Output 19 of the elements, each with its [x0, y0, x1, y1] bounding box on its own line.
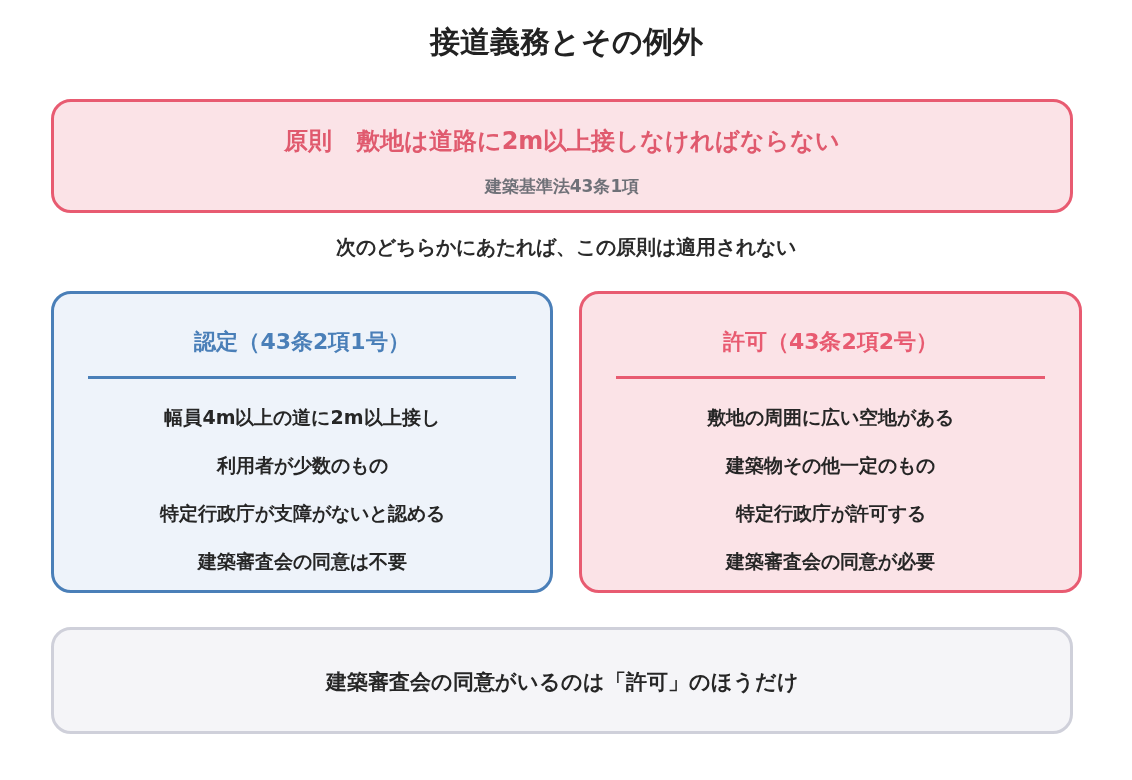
- condition-text: 幅員4m以上の道に2m以上接し: [164, 405, 440, 430]
- note-text: 建築審査会の同意がいるのは「許可」のほうだけ: [325, 669, 799, 696]
- condition-text: 敷地の周囲に広い空地がある: [707, 405, 954, 430]
- heading-text: 認定（43条2項1号）: [194, 328, 410, 356]
- condition-panel: [51, 291, 553, 593]
- principle-panel: [51, 99, 1073, 213]
- condition-text: 利用者が少数のもの: [216, 453, 388, 478]
- condition-text: 特定行政庁が支障がないと認める: [159, 501, 445, 526]
- condition-panel: [579, 291, 1082, 593]
- title: 接道義務とその例外: [429, 23, 703, 61]
- heading-text: 原則 敷地は道路に2m以上接しなければならない: [283, 126, 841, 157]
- statute-reference: 建築基準法43条1項: [484, 175, 640, 198]
- condition-text: 建築物その他一定のもの: [726, 453, 935, 478]
- heading-text: 許可（43条2項2号）: [722, 328, 939, 356]
- condition-text: 建築審査会の同意が必要: [726, 549, 935, 574]
- condition-text: 特定行政庁が許可する: [735, 501, 926, 526]
- summary-panel: [51, 627, 1073, 734]
- condition-text: 建築審査会の同意は不要: [197, 549, 407, 574]
- note-text: 次のどちらかにあたれば、この原則は適用されない: [336, 234, 796, 261]
